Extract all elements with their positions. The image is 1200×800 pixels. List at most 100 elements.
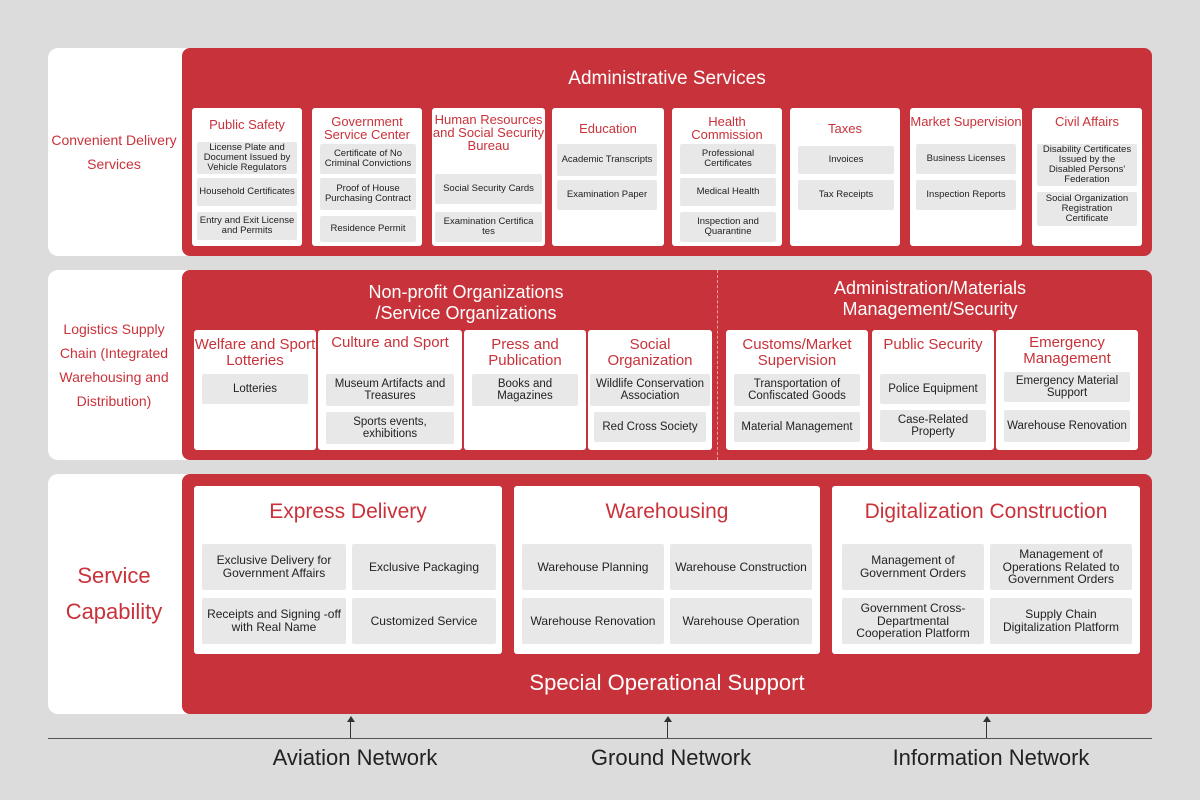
card-title: Express Delivery — [269, 500, 427, 523]
card-human-resources-social-security: Human Resources and Social Security Bure… — [432, 108, 545, 246]
up-arrow-icon — [982, 716, 992, 738]
title-line: Non-profit Organizations — [368, 282, 564, 302]
card-public-security: Public Security Police Equipment Case-Re… — [872, 330, 994, 450]
service-chip: Police Equipment — [880, 374, 986, 404]
service-chip: License Plate and Document Issued by Veh… — [197, 142, 297, 174]
service-chip: Academic Transcripts — [557, 144, 657, 176]
card-title: Public Safety — [209, 117, 285, 132]
service-chip: Case-Related Property — [880, 410, 986, 442]
card-press-publication: Press and Publication Books and Magazine… — [464, 330, 586, 450]
card-title: Public Security — [883, 336, 983, 353]
arrow-shaft — [986, 721, 987, 738]
service-chip: Books and Magazines — [472, 374, 578, 406]
service-chip: Social Organization Registration Certifi… — [1037, 192, 1137, 226]
row-label-text: Logistics Supply Chain (Integrated Wareh… — [59, 321, 169, 409]
card-title: Taxes — [828, 121, 862, 136]
row-label-text: Service Capability — [65, 563, 163, 624]
card-title: Culture and Sport — [331, 334, 449, 351]
service-chip: Household Certificates — [197, 178, 297, 206]
logistics-supply-chain-band: Non-profit Organizations /Service Organi… — [182, 270, 1152, 460]
up-arrow-icon — [663, 716, 673, 738]
arrow-shaft — [350, 721, 351, 738]
card-digitalization-construction: Digitalization Construction Management o… — [832, 486, 1140, 654]
card-market-supervision: Market Supervision Business Licenses Ins… — [910, 108, 1022, 246]
service-chip: Management of Operations Related to Gove… — [990, 544, 1132, 590]
card-warehousing: Warehousing Warehouse Planning Warehouse… — [514, 486, 820, 654]
service-chip: Warehouse Renovation — [1004, 410, 1130, 442]
administration-materials-title: Administration/Materials Management/Secu… — [722, 278, 1138, 320]
service-chip: Sports events, exhibitions — [326, 412, 454, 444]
service-chip: Government Cross-Departmental Cooperatio… — [842, 598, 984, 644]
service-chip: Proof of House Purchasing Contract — [320, 178, 416, 210]
service-chip: Lotteries — [202, 374, 308, 404]
title-line: Administration/Materials — [833, 278, 1027, 298]
ground-network-label: Ground Network — [590, 745, 752, 770]
service-chip: Warehouse Construction — [670, 544, 812, 590]
service-chip: Supply Chain Digitalization Platform — [990, 598, 1132, 644]
arrow-head — [983, 716, 991, 722]
service-chip: Warehouse Planning — [522, 544, 664, 590]
administrative-services-band: Administrative Services Public Safety Li… — [182, 48, 1152, 256]
card-title: Human Resources and Social Security Bure… — [432, 112, 545, 153]
section-divider — [717, 270, 718, 460]
row-label-service-capability: Service Capability — [48, 474, 198, 714]
nonprofit-organizations-title: Non-profit Organizations /Service Organi… — [182, 282, 750, 324]
card-emergency-management: Emergency Management Emergency Material … — [996, 330, 1138, 450]
row-label-text: Convenient Delivery Services — [51, 132, 177, 172]
card-title: Welfare and Sport Lotteries — [194, 336, 316, 369]
arrow-head — [347, 716, 355, 722]
card-title: Social Organization — [607, 336, 693, 369]
service-chip: Certificate of No Criminal Convictions — [320, 144, 416, 174]
service-chip: Customized Service — [352, 598, 496, 644]
card-taxes: Taxes Invoices Tax Receipts — [790, 108, 900, 246]
card-public-safety: Public Safety License Plate and Document… — [192, 108, 302, 246]
service-chip: Transportation of Confiscated Goods — [734, 374, 860, 406]
service-chip: Tax Receipts — [798, 180, 894, 210]
special-operational-support-title: Special Operational Support — [529, 670, 805, 695]
service-chip: Exclusive Delivery for Government Affair… — [202, 544, 346, 590]
network-baseline — [48, 738, 1152, 739]
card-title: Warehousing — [605, 500, 729, 523]
up-arrow-icon — [346, 716, 356, 738]
title-line: /Service Organizations — [375, 303, 557, 323]
service-chip: Management of Government Orders — [842, 544, 984, 590]
card-social-organization: Social Organization Wildlife Conservatio… — [588, 330, 712, 450]
service-chip: Examination Paper — [557, 180, 657, 210]
service-chip: Entry and Exit License and Permits — [197, 212, 297, 240]
card-culture-sport: Culture and Sport Museum Artifacts and T… — [318, 330, 462, 450]
card-title: Emergency Management — [1023, 334, 1111, 367]
service-chip: Social Security Cards — [435, 174, 542, 204]
administrative-services-title: Administrative Services — [568, 68, 766, 89]
card-education: Education Academic Transcripts Examinati… — [552, 108, 664, 246]
service-chip: Warehouse Renovation — [522, 598, 664, 644]
service-chip: Invoices — [798, 146, 894, 174]
card-government-service-center: Government Service Center Certificate of… — [312, 108, 422, 246]
service-chip: Warehouse Operation — [670, 598, 812, 644]
service-capability-band: Express Delivery Exclusive Delivery for … — [182, 474, 1152, 714]
card-welfare-sport-lotteries: Welfare and Sport Lotteries Lotteries — [194, 330, 316, 450]
arrow-shaft — [667, 721, 668, 738]
service-chip: Inspection and Quarantine — [680, 212, 776, 242]
card-title: Education — [579, 121, 637, 136]
service-chip: Inspection Reports — [916, 180, 1016, 210]
card-civil-affairs: Civil Affairs Disability Certificates Is… — [1032, 108, 1142, 246]
card-title: Health Commission — [691, 114, 763, 142]
card-title: Market Supervision — [910, 114, 1022, 129]
service-chip: Professional Certificates — [680, 144, 776, 174]
title-line: Management/Security — [842, 299, 1018, 319]
service-chip: Material Management — [734, 412, 860, 442]
service-chip: Examination Certifica tes — [435, 212, 542, 242]
service-chip: Emergency Material Support — [1004, 372, 1130, 402]
service-chip: Disability Certificates Issued by the Di… — [1037, 144, 1137, 186]
service-chip: Medical Health — [680, 178, 776, 206]
service-chip: Receipts and Signing -off with Real Name — [202, 598, 346, 644]
information-network-label: Information Network — [892, 745, 1090, 770]
card-customs-market-supervision: Customs/Market Supervision Transportatio… — [726, 330, 868, 450]
card-title: Press and Publication — [488, 336, 562, 369]
arrow-head — [664, 716, 672, 722]
card-title: Digitalization Construction — [864, 500, 1108, 523]
card-title: Civil Affairs — [1054, 114, 1120, 129]
service-chip: Exclusive Packaging — [352, 544, 496, 590]
card-health-commission: Health Commission Professional Certifica… — [672, 108, 782, 246]
service-chip: Wildlife Conservation Association — [590, 374, 710, 406]
